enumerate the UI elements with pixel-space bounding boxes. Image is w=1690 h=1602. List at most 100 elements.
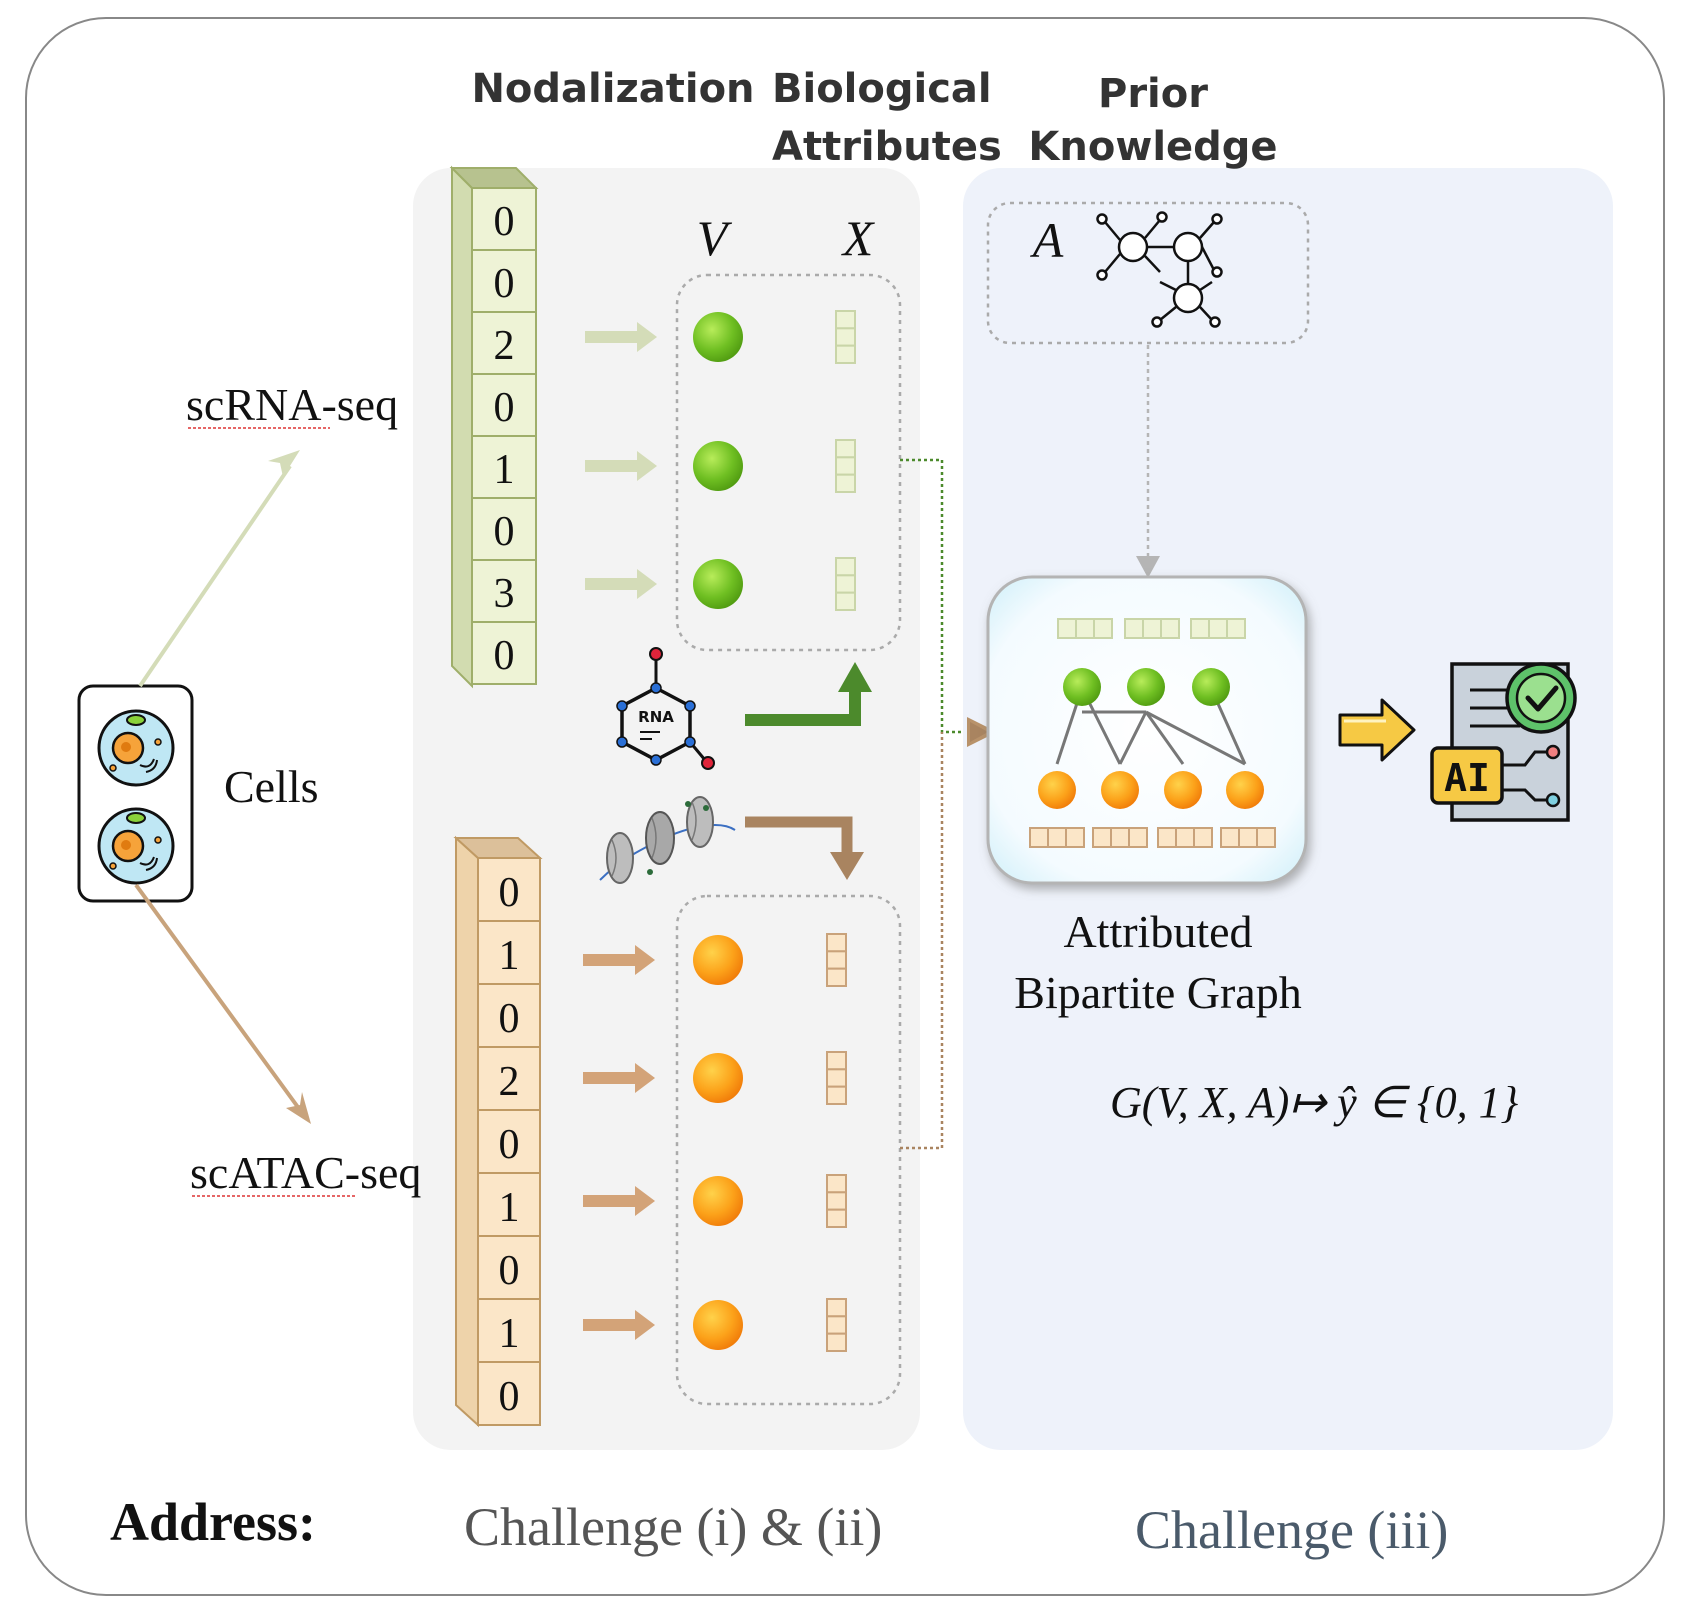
attribute-vector [1220,827,1276,848]
atac-label: scATAC-seq [190,1147,421,1198]
attribute-vector [826,1298,847,1352]
graph-entry-arrowhead [970,722,988,742]
nodalization-arrow [585,451,657,481]
count-value: 0 [499,996,520,1042]
node [693,1053,743,1103]
attribute-vector [826,1174,847,1228]
symbol-a: A [1030,212,1064,268]
graph-node-orange [1164,771,1202,809]
attribute-vector [835,310,856,364]
prior-to-graph-arrowhead [1136,556,1160,578]
nodalization-arrow [583,1063,655,1093]
attribute-vector [826,933,847,988]
count-value: 0 [494,633,515,679]
graph-node-orange [1226,771,1264,809]
header-biological: Biological [772,66,992,112]
rna-node-region [675,273,902,652]
symbol-v: V [697,210,733,266]
address-label: Address: [110,1492,316,1552]
cell-icon [97,709,175,787]
attribute-vector [835,557,856,612]
count-cell [477,1235,541,1300]
ai-icon-text: AI [1444,756,1490,800]
count-cell [471,559,537,623]
challenge-left-label: Challenge (i) & (ii) [464,1497,882,1557]
outer-frame [25,17,1665,1596]
count-cell [477,1109,541,1174]
yellow-output-arrow [1338,698,1416,762]
attribute-vector [826,1051,847,1105]
count-value: 2 [499,1059,520,1105]
nodalization-arrow [583,945,655,975]
count-value: 0 [494,509,515,555]
cells-label: Cells [224,761,319,812]
count-cell [477,1298,541,1363]
atac-node-region [675,894,902,1406]
count-cell [477,1361,541,1426]
rna-connector [900,458,962,734]
count-cell [471,435,537,499]
count-value: 2 [494,323,515,369]
count-value: 0 [494,261,515,307]
prior-knowledge-box [986,201,1310,345]
attribute-vector [1190,618,1246,639]
rna-molecule-icon: RNA [616,647,715,770]
cells-icon [77,684,194,903]
symbol-x: X [841,210,876,266]
node [693,1176,743,1226]
graph-node-green [1127,668,1165,706]
attribute-vector [1157,827,1213,848]
attribute-vector [1092,827,1148,848]
graph-caption-line2: Bipartite Graph [1014,967,1301,1018]
header-knowledge: Knowledge [1028,124,1277,170]
bipartite-graph-box [986,575,1308,885]
challenge-right-label: Challenge (iii) [1135,1500,1448,1560]
count-cell [471,621,537,685]
graph-node-orange [1101,771,1139,809]
count-value: 1 [499,1311,520,1357]
count-cell [471,249,537,313]
attribute-vector [1029,827,1085,848]
node [693,559,743,609]
graph-node-orange [1038,771,1076,809]
graph-caption-line1: Attributed [1063,906,1252,957]
header-attributes: Attributes [772,124,1002,170]
nodalization-arrow [585,322,657,352]
count-value: 1 [499,933,520,979]
formula: G(V, X, A)↦ ŷ ∈ {0, 1} [1110,1078,1519,1127]
count-value: 0 [494,199,515,245]
attribute-vector [1124,618,1180,639]
node [693,1300,743,1350]
count-value: 0 [499,1374,520,1420]
node [693,935,743,985]
count-value: 3 [494,571,515,617]
count-cell [471,187,537,251]
count-cell [471,497,537,561]
rna-molecule-text: RNA [638,708,674,726]
network-icon [1096,211,1223,328]
atac-column: 0 1 0 2 0 1 0 1 0 [453,835,543,1428]
count-cell [471,373,537,437]
nodalization-arrow [585,569,657,599]
count-value: 1 [499,1185,520,1231]
count-cell [477,1046,541,1111]
atac-bent-arrow [745,816,864,880]
arrow-to-atac [134,883,311,1124]
nodalization-arrow [583,1186,655,1216]
attribute-vector [835,439,856,493]
chromatin-icon [599,796,736,884]
count-value: 0 [499,1122,520,1168]
header-nodalization: Nodalization [471,66,754,112]
count-value: 0 [499,1248,520,1294]
graph-node-green [1192,668,1230,706]
count-value: 0 [499,870,520,916]
nodalization-arrow [583,1310,655,1340]
rna-label: scRNA-seq [186,379,398,430]
node [693,441,743,491]
atac-connector [900,732,944,1150]
header-prior: Prior [1098,71,1208,117]
count-value: 1 [494,447,515,493]
rna-bent-arrow [745,662,872,726]
